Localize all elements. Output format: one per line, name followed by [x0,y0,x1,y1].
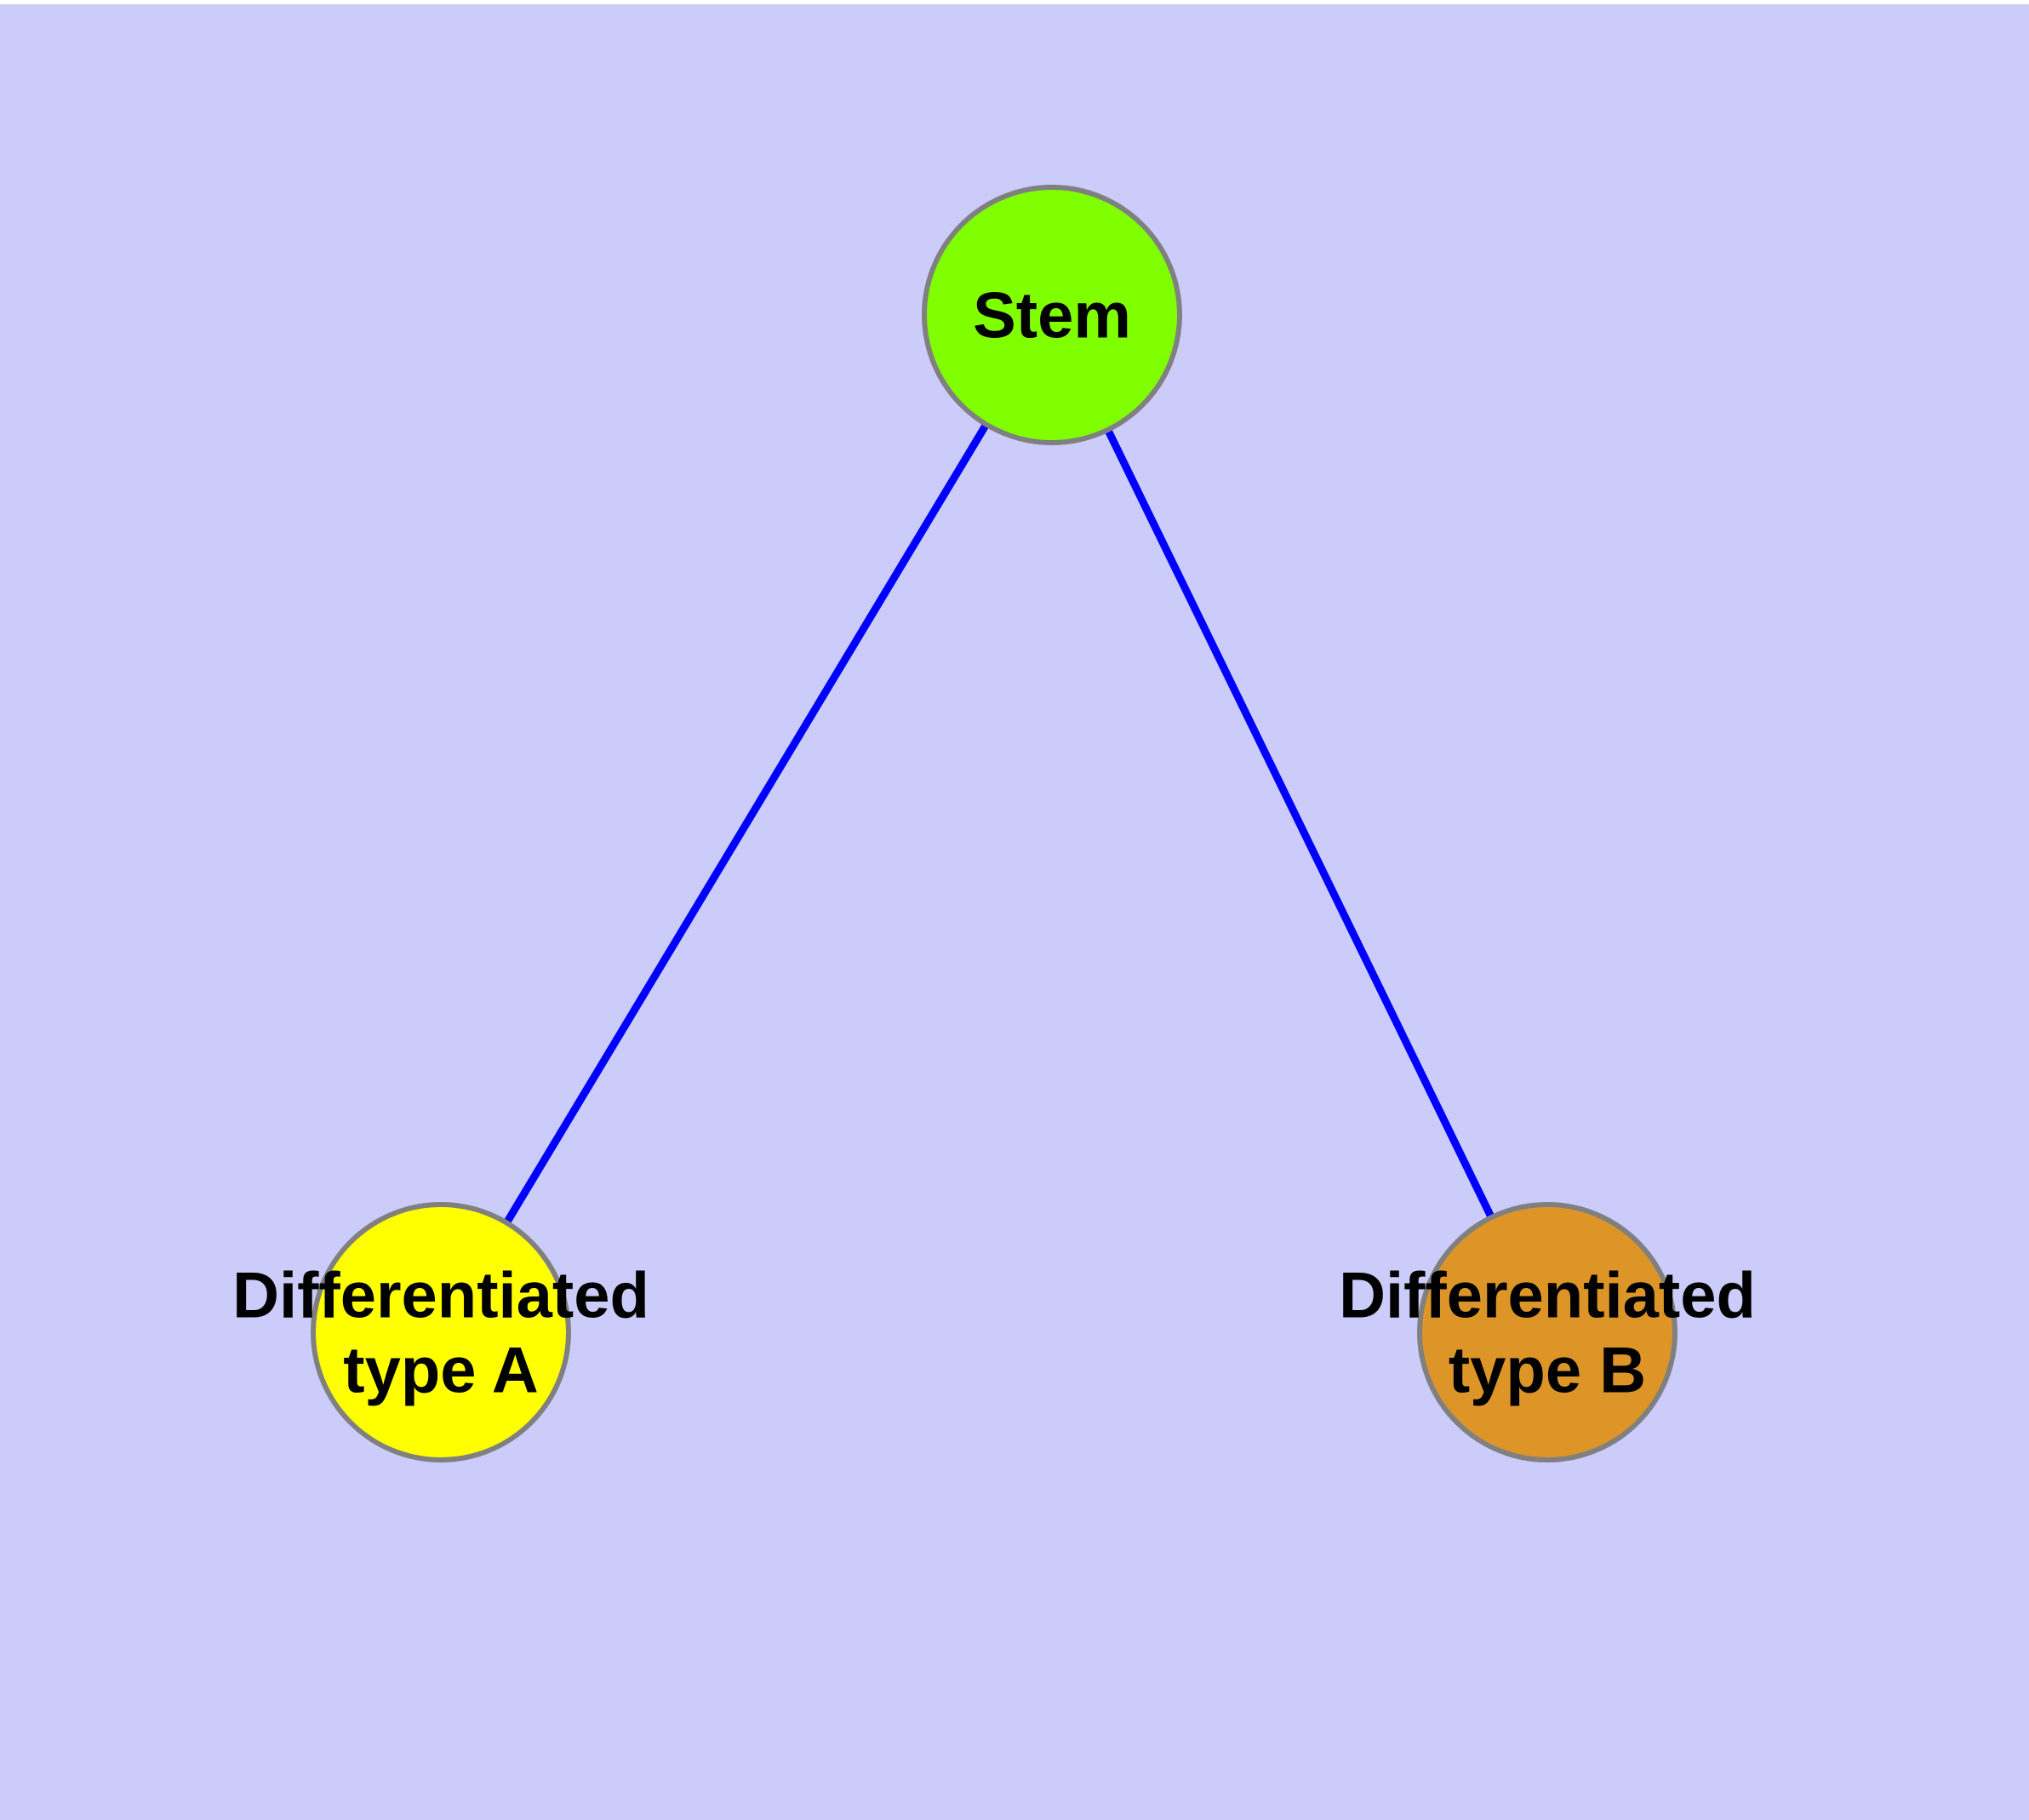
node-label-line: type A [343,1335,538,1407]
node-label-line: Stem [973,280,1131,352]
edge-stem-to-differentiated-type-a[interactable] [502,421,991,1227]
node-stem[interactable] [922,185,1182,445]
node-label-line: Differentiated [1339,1260,1756,1332]
nodes-layer [311,185,1677,1462]
edges-layer [502,421,1496,1227]
edge-stem-to-differentiated-type-b[interactable] [1103,426,1496,1221]
node-label-stem: Stem [973,280,1131,352]
node-label-line: Differentiated [232,1260,649,1332]
node-differentiated-type-a[interactable] [311,1202,571,1462]
node-label-line: type B [1449,1335,1646,1407]
node-differentiated-type-b[interactable] [1417,1202,1677,1462]
